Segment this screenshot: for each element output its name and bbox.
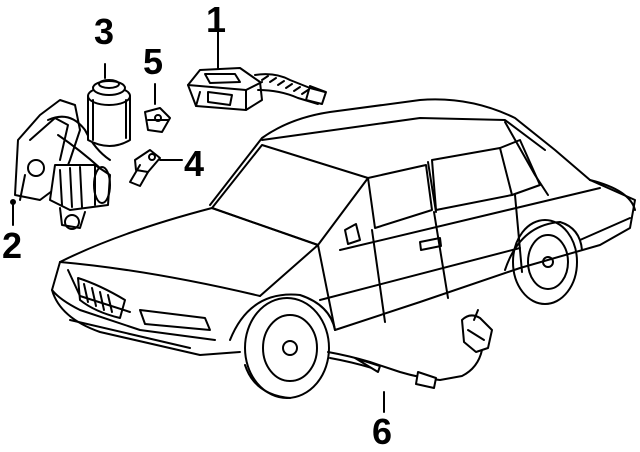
- car-illustration: [51, 98, 636, 399]
- part-1-module: [187, 31, 327, 111]
- callout-3: 3: [94, 11, 115, 52]
- callout-5: 5: [143, 41, 164, 82]
- part-3-dryer: [87, 63, 131, 147]
- part-4-sensor: [129, 149, 183, 187]
- callout-2: 2: [2, 225, 23, 266]
- callout-4: 4: [184, 143, 205, 184]
- callout-6: 6: [372, 411, 393, 452]
- part-2-compressor: [10, 99, 111, 230]
- part-5-valve: [144, 83, 171, 133]
- part-6-harness: [327, 309, 493, 413]
- callout-1: 1: [206, 0, 227, 40]
